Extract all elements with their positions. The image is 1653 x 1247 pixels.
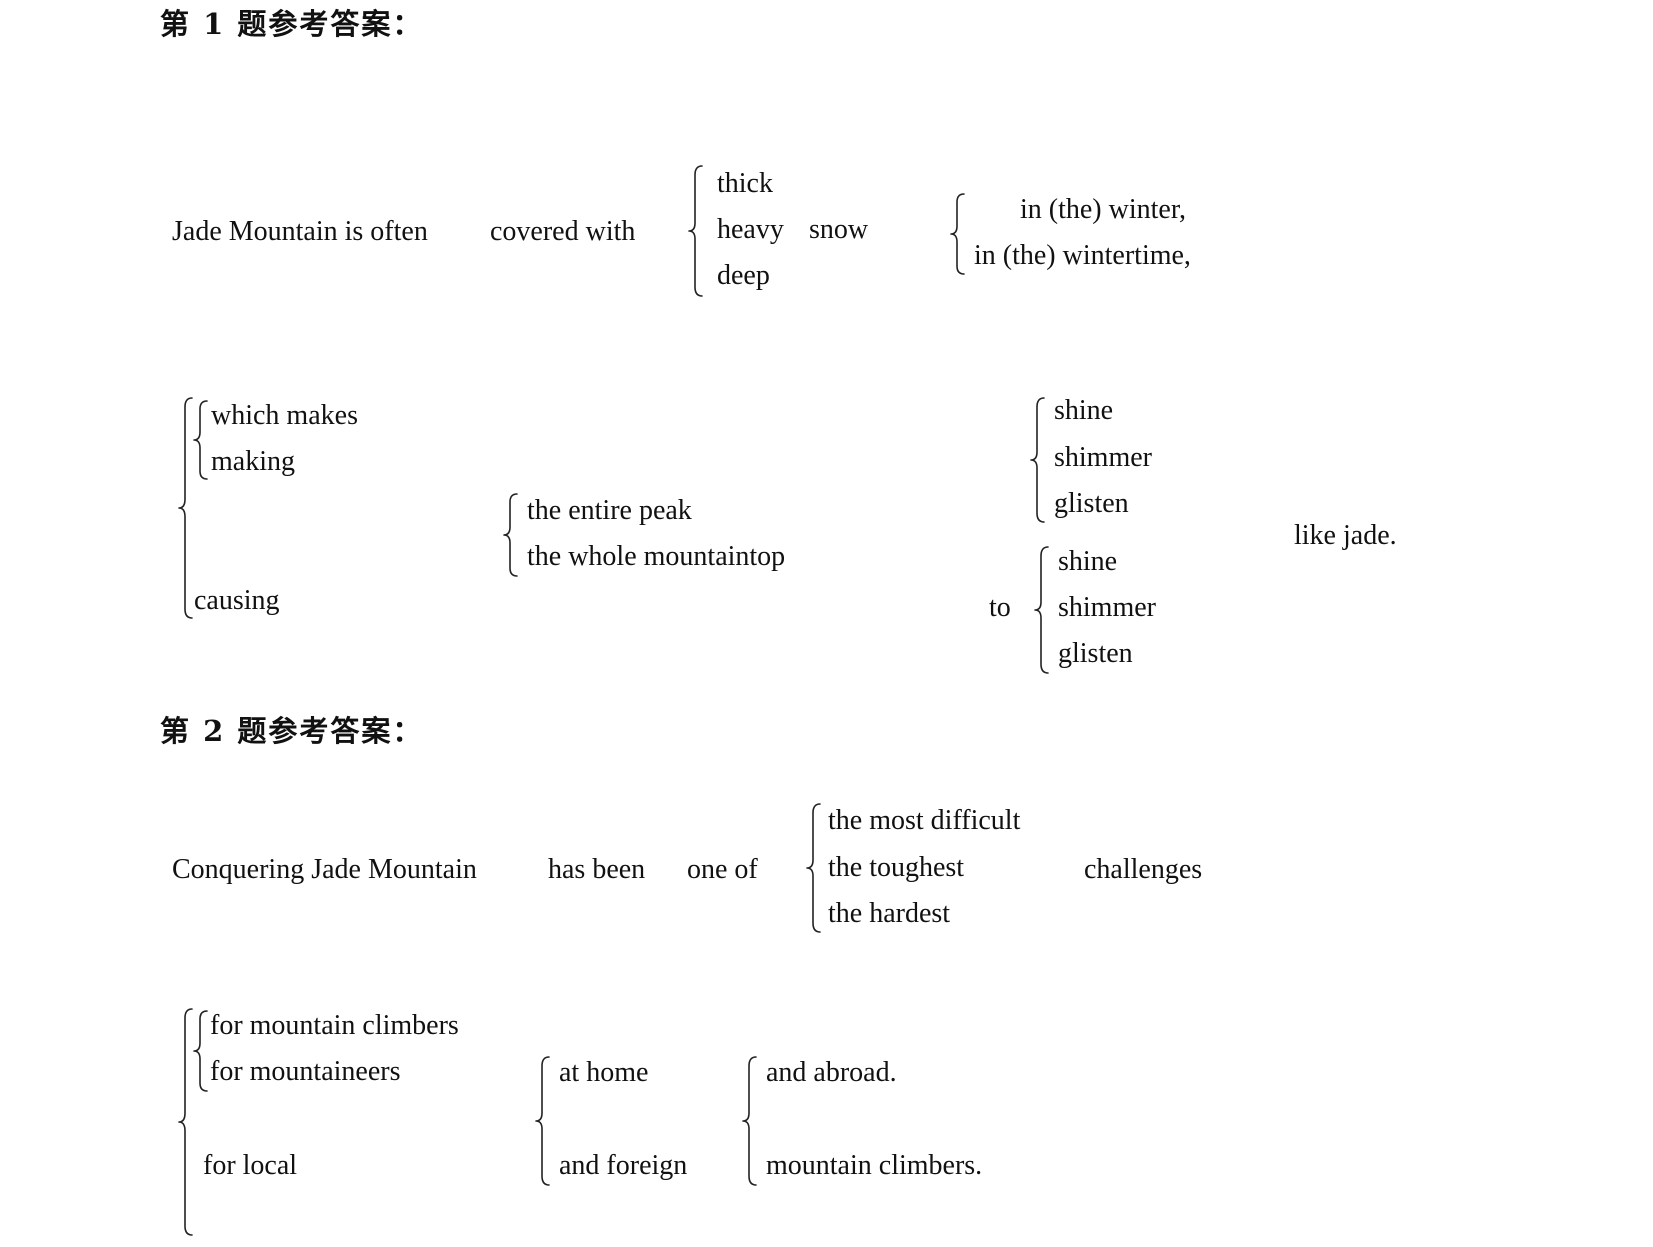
q1-subject: Jade Mountain is often <box>172 216 428 247</box>
q2-group-mountaineers: for mountaineers <box>210 1056 401 1087</box>
q1-connector-inner-brace <box>193 400 208 480</box>
q2-superlative-most-difficult: the most difficult <box>828 805 1021 836</box>
q1-object-brace <box>503 493 518 577</box>
q1-time-winter: in (the) winter, <box>1020 194 1187 225</box>
q1-adjective-deep: deep <box>717 260 770 291</box>
q1-verb-b-shimmer: shimmer <box>1058 592 1156 623</box>
q1-to: to <box>989 592 1011 623</box>
q1-adjective-brace <box>688 165 703 297</box>
q1-adjective-heavy: heavy <box>717 214 784 245</box>
q1-object-whole-mountaintop: the whole mountaintop <box>527 541 786 572</box>
q1-heading: 第 1 题参考答案： <box>160 7 424 41</box>
q1-time-wintertime: in (the) wintertime, <box>974 240 1191 271</box>
q2-phrase: one of <box>687 854 758 885</box>
q2-place-brace <box>535 1056 550 1186</box>
q2-heading: 第 2 题参考答案： <box>160 714 424 748</box>
q2-place-at-home: at home <box>559 1057 649 1088</box>
q1-verb-a-shimmer: shimmer <box>1054 442 1152 473</box>
q1-verb-b-shine: shine <box>1058 546 1118 577</box>
q1-ending: like jade. <box>1294 520 1397 551</box>
q2-superlative-hardest: the hardest <box>828 898 951 929</box>
q2-group-local: for local <box>203 1150 298 1181</box>
q1-connector-outer-brace <box>178 397 193 619</box>
q2-place-and-foreign: and foreign <box>559 1150 688 1181</box>
q1-connector-making: making <box>211 446 295 477</box>
q1-verb-a-shine: shine <box>1054 395 1114 426</box>
q1-adjective-thick: thick <box>717 168 773 199</box>
q2-group-outer-brace <box>178 1008 193 1236</box>
q2-ending-brace <box>742 1056 757 1186</box>
q2-noun: challenges <box>1084 854 1203 885</box>
q2-verb: has been <box>548 854 646 885</box>
q2-superlative-toughest: the toughest <box>828 852 965 883</box>
q1-connector-causing: causing <box>194 585 280 616</box>
q1-object-entire-peak: the entire peak <box>527 495 692 526</box>
q1-verb-a-glisten: glisten <box>1054 488 1129 519</box>
q1-time-brace <box>950 193 965 275</box>
q1-verbs-b-brace <box>1034 546 1049 674</box>
q1-verb: covered with <box>490 216 636 247</box>
q2-group-inner-brace <box>193 1010 208 1092</box>
q2-ending-mountain-climbers: mountain climbers. <box>766 1150 983 1181</box>
q1-verbs-a-brace <box>1030 397 1045 523</box>
q1-connector-which-makes: which makes <box>211 400 358 431</box>
q2-ending-abroad: and abroad. <box>766 1057 897 1088</box>
q2-group-mountain-climbers: for mountain climbers <box>210 1010 459 1041</box>
q1-noun-snow: snow <box>809 214 869 245</box>
q2-subject: Conquering Jade Mountain <box>172 854 477 885</box>
q2-superlative-brace <box>806 803 821 933</box>
q1-verb-b-glisten: glisten <box>1058 638 1133 669</box>
